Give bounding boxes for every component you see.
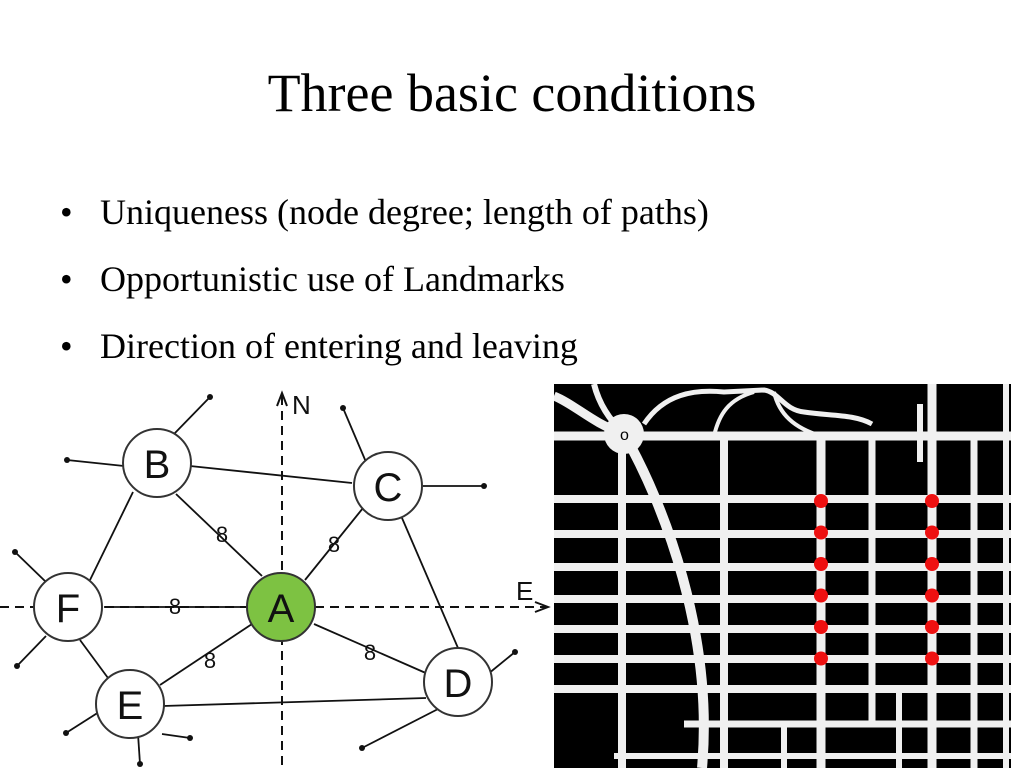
route-marker-dot bbox=[814, 588, 828, 603]
curvy-road bbox=[772, 391, 822, 438]
bullet-text: Direction of entering and leaving bbox=[100, 326, 578, 366]
edge-labels: 8 8 8 8 8 bbox=[169, 522, 376, 673]
graph-nodes: B C F A D E bbox=[33, 428, 493, 739]
graph-stub-ends bbox=[12, 394, 518, 767]
north-axis-label: N bbox=[292, 390, 311, 420]
node-f-label: F bbox=[56, 587, 80, 631]
route-marker-dot bbox=[814, 525, 828, 540]
roundabout-circle bbox=[604, 414, 644, 454]
node-e-circle bbox=[95, 669, 165, 739]
bullet-text: Uniqueness (node degree; length of paths… bbox=[100, 192, 709, 232]
node-c-label: C bbox=[374, 466, 403, 510]
route-markers bbox=[814, 494, 939, 666]
edge-label: 8 bbox=[169, 594, 181, 619]
bullet-item: • Uniqueness (node degree; length of pat… bbox=[60, 190, 1010, 234]
edge-a-d bbox=[313, 623, 429, 675]
edge-label: 8 bbox=[204, 648, 216, 673]
edge-b-f bbox=[89, 491, 134, 581]
edge-c-a bbox=[304, 507, 364, 581]
bullet-dot-icon: • bbox=[60, 192, 73, 232]
route-marker-dot bbox=[925, 588, 939, 603]
edge-b-a bbox=[175, 493, 263, 577]
node-b-circle bbox=[122, 428, 192, 498]
edge-label: 8 bbox=[216, 522, 228, 547]
node-c-circle bbox=[353, 451, 423, 521]
edge-label: 8 bbox=[328, 532, 340, 557]
edge-f-e bbox=[79, 639, 109, 679]
node-e-label: E bbox=[117, 684, 144, 728]
route-marker-dot bbox=[814, 494, 828, 508]
route-marker-dot bbox=[925, 494, 939, 508]
route-marker-dot bbox=[814, 651, 828, 666]
graph-edges bbox=[79, 465, 459, 707]
curved-avenue bbox=[619, 431, 709, 768]
edge-e-d bbox=[162, 697, 427, 707]
bullet-dot-icon: • bbox=[60, 259, 73, 299]
bullet-item: • Direction of entering and leaving bbox=[60, 324, 1010, 368]
route-marker-dot bbox=[925, 651, 939, 666]
bullet-text: Opportunistic use of Landmarks bbox=[100, 259, 565, 299]
graph-stubs bbox=[14, 396, 516, 765]
route-marker-dot bbox=[814, 620, 828, 634]
east-axis-label: E bbox=[516, 576, 533, 606]
edge-c-d bbox=[401, 517, 459, 649]
node-a-label: A bbox=[268, 587, 295, 631]
north-arrow-icon bbox=[276, 390, 288, 407]
node-d-label: D bbox=[444, 662, 473, 706]
route-marker-dot bbox=[925, 525, 939, 540]
bullet-item: • Opportunistic use of Landmarks bbox=[60, 257, 1010, 301]
node-a-circle bbox=[246, 572, 316, 642]
node-d-circle bbox=[423, 647, 493, 717]
east-arrow-icon bbox=[534, 601, 551, 613]
edge-b-c bbox=[189, 465, 353, 484]
route-marker-dot bbox=[925, 557, 939, 571]
bullet-list: • Uniqueness (node degree; length of pat… bbox=[60, 190, 1010, 391]
bullet-dot-icon: • bbox=[60, 326, 73, 366]
curvy-road bbox=[712, 390, 755, 437]
edge-label: 8 bbox=[364, 640, 376, 665]
roundabout-label: o bbox=[620, 427, 629, 444]
edge-a-e bbox=[159, 623, 253, 686]
node-b-label: B bbox=[144, 443, 171, 487]
node-f-circle bbox=[33, 572, 103, 642]
route-marker-dot bbox=[925, 620, 939, 634]
route-marker-dot bbox=[814, 557, 828, 571]
street-grid-map: o bbox=[554, 384, 1011, 768]
slide-title: Three basic conditions bbox=[267, 63, 757, 123]
node-graph-diagram: N E bbox=[0, 390, 551, 768]
curvy-road bbox=[641, 387, 874, 427]
